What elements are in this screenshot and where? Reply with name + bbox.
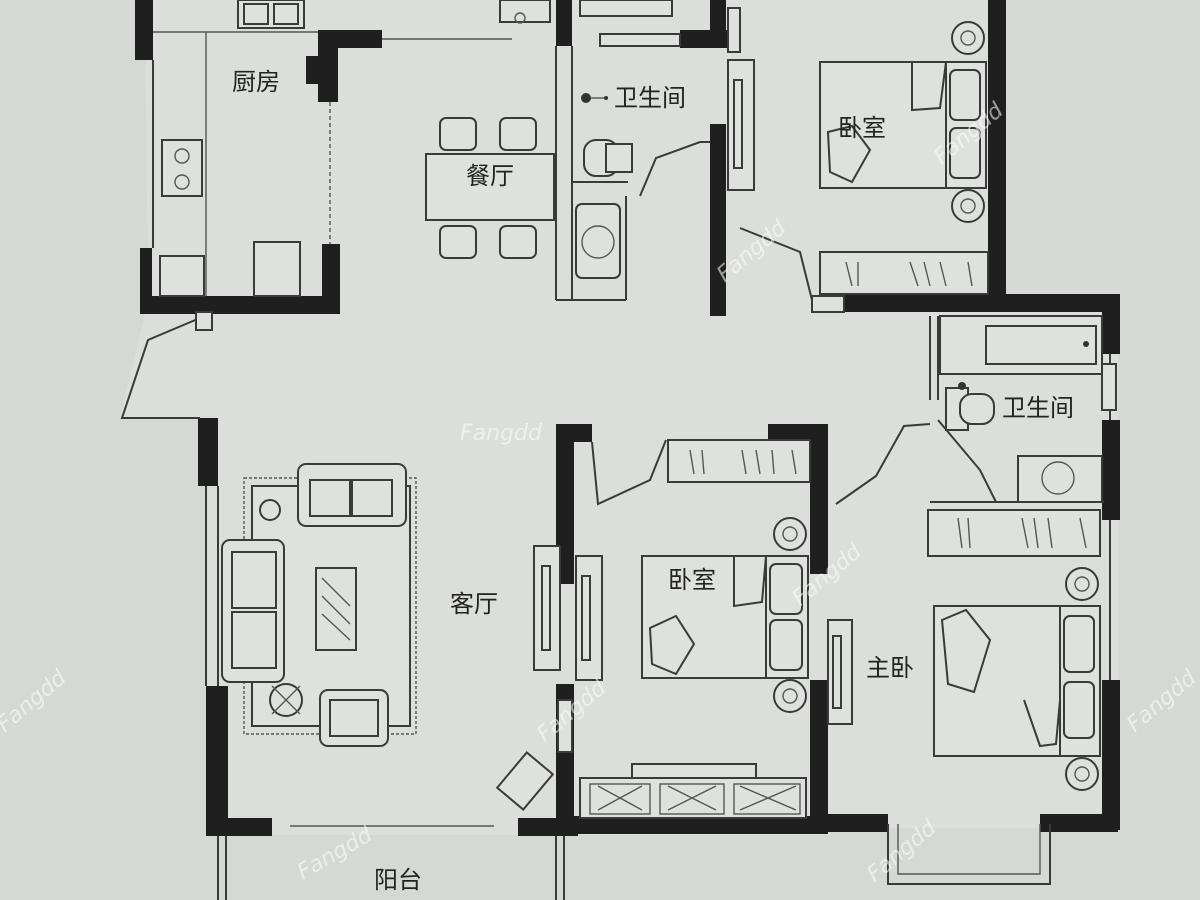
watermark-text: Fangdd: [460, 421, 543, 446]
walls: [120, 0, 1120, 900]
master-bedroom-furniture: [933, 567, 1101, 791]
room-labels: 厨房 餐厅 卫生间 卧室 卫生间 客厅 卧室 主卧 阳台: [232, 68, 1074, 894]
room-label-living: 客厅: [450, 590, 498, 618]
dining-set: [425, 0, 555, 259]
doors: [591, 141, 997, 506]
bath-right-fixtures: [927, 315, 1103, 557]
room-label-bedroom-top: 卧室: [838, 114, 886, 142]
room-label-bedroom-mid: 卧室: [668, 566, 716, 594]
bedroom-mid-furniture: [579, 439, 811, 819]
kitchen-fixtures: [153, 0, 320, 297]
room-label-bath-right: 卫生间: [1002, 394, 1074, 422]
room-label-kitchen: 厨房: [232, 68, 280, 96]
windows: [533, 7, 1117, 779]
room-label-master: 主卧: [866, 654, 914, 682]
bedroom-top-furniture: [819, 21, 989, 295]
living-room-furniture: [221, 463, 573, 811]
room-label-bath-top: 卫生间: [614, 84, 686, 112]
room-label-balcony: 阳台: [374, 866, 422, 894]
bath-top-fixtures: [572, 0, 673, 279]
room-label-dining: 餐厅: [466, 162, 514, 190]
